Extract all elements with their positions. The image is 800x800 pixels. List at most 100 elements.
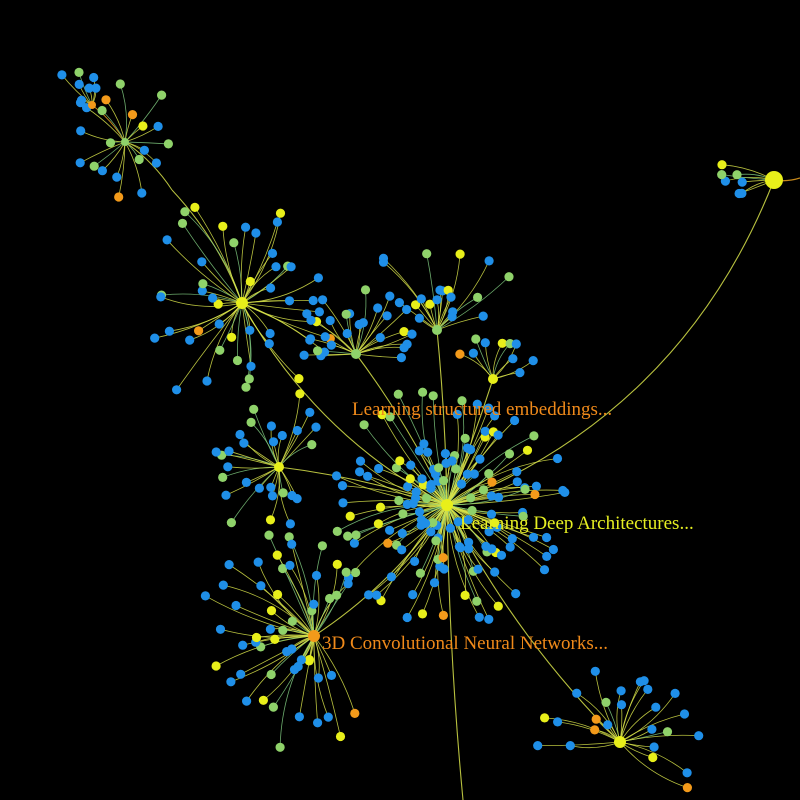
graph-node[interactable] (172, 385, 182, 395)
graph-node[interactable] (244, 374, 254, 384)
graph-node[interactable] (468, 348, 478, 358)
label-3d-convolutional-neural-networks[interactable]: 3D Convolutional Neural Networks... (322, 633, 608, 654)
graph-node[interactable] (364, 590, 374, 600)
graph-node[interactable] (226, 677, 236, 687)
graph-node[interactable] (267, 248, 278, 258)
graph-node[interactable] (410, 556, 420, 567)
graph-node[interactable] (309, 599, 319, 609)
graph-node[interactable] (351, 567, 361, 578)
graph-node[interactable] (405, 474, 415, 484)
graph-node[interactable] (428, 391, 438, 401)
graph-node[interactable] (472, 596, 482, 606)
graph-node[interactable] (185, 335, 195, 345)
graph-node[interactable] (76, 95, 87, 105)
graph-node[interactable] (208, 293, 218, 303)
graph-node[interactable] (590, 666, 600, 676)
graph-node[interactable] (254, 483, 264, 493)
graph-node[interactable] (342, 328, 352, 339)
graph-node[interactable] (490, 567, 500, 577)
graph-node[interactable] (292, 425, 302, 436)
graph-node[interactable] (197, 257, 207, 267)
graph-node[interactable] (473, 564, 483, 574)
graph-node[interactable] (464, 544, 474, 554)
graph-node[interactable] (560, 487, 570, 497)
graph-node[interactable] (494, 492, 504, 502)
graph-node[interactable] (338, 498, 348, 508)
graph-node[interactable] (282, 647, 292, 657)
graph-node[interactable] (648, 752, 658, 763)
graph-node[interactable] (385, 291, 395, 301)
graph-node[interactable] (682, 783, 693, 793)
graph-node[interactable] (246, 361, 256, 371)
graph-node[interactable] (512, 467, 522, 477)
graph-node[interactable] (266, 669, 276, 680)
graph-node[interactable] (138, 121, 148, 131)
graph-node[interactable] (391, 463, 402, 473)
graph-node[interactable] (419, 439, 429, 449)
graph-node[interactable] (121, 138, 129, 146)
graph-node[interactable] (451, 464, 461, 474)
graph-node[interactable] (395, 456, 405, 466)
graph-node[interactable] (277, 430, 287, 441)
graph-node[interactable] (343, 531, 353, 541)
graph-node[interactable] (717, 170, 727, 180)
graph-node[interactable] (157, 90, 167, 100)
graph-node[interactable] (150, 333, 160, 343)
graph-node[interactable] (512, 477, 522, 487)
graph-node[interactable] (360, 285, 371, 295)
graph-node[interactable] (408, 498, 418, 509)
graph-node[interactable] (553, 717, 563, 727)
graph-node[interactable] (294, 712, 304, 722)
graph-node[interactable] (616, 686, 626, 696)
graph-node[interactable] (694, 731, 704, 741)
graph-node[interactable] (224, 446, 234, 456)
graph-node[interactable] (200, 591, 210, 601)
graph-node[interactable] (358, 318, 368, 328)
graph-node[interactable] (311, 422, 321, 432)
graph-node[interactable] (343, 579, 353, 589)
graph-node[interactable] (466, 493, 476, 503)
graph-node[interactable] (265, 328, 275, 339)
graph-node[interactable] (314, 307, 324, 317)
graph-node[interactable] (478, 311, 488, 321)
graph-node[interactable] (509, 415, 520, 426)
graph-node[interactable] (74, 79, 84, 89)
graph-node[interactable] (349, 538, 359, 548)
graph-node[interactable] (455, 349, 465, 359)
graph-node[interactable] (497, 338, 507, 348)
graph-node[interactable] (236, 297, 248, 309)
graph-node[interactable] (323, 712, 333, 722)
graph-node[interactable] (480, 426, 490, 436)
graph-node[interactable] (180, 207, 190, 217)
graph-node[interactable] (416, 294, 426, 304)
graph-node[interactable] (241, 382, 251, 392)
graph-node[interactable] (317, 541, 327, 551)
graph-node[interactable] (375, 502, 386, 512)
graph-node[interactable] (530, 489, 540, 500)
graph-node[interactable] (464, 537, 474, 547)
graph-node[interactable] (229, 238, 239, 248)
graph-node[interactable] (414, 313, 424, 323)
graph-node[interactable] (399, 327, 409, 337)
graph-node[interactable] (235, 429, 245, 440)
graph-node[interactable] (372, 590, 382, 600)
graph-node[interactable] (520, 484, 530, 494)
graph-node[interactable] (511, 589, 521, 599)
graph-node[interactable] (417, 474, 427, 484)
graph-node[interactable] (190, 202, 200, 212)
graph-node[interactable] (251, 632, 262, 643)
graph-node[interactable] (304, 656, 314, 666)
graph-node[interactable] (454, 542, 464, 552)
graph-node[interactable] (679, 709, 690, 719)
graph-node[interactable] (294, 374, 304, 384)
graph-node[interactable] (84, 83, 94, 93)
graph-node[interactable] (456, 479, 467, 489)
graph-node[interactable] (414, 446, 424, 456)
graph-node[interactable] (542, 551, 552, 562)
graph-node[interactable] (197, 286, 207, 296)
graph-node[interactable] (363, 471, 373, 481)
graph-node[interactable] (359, 420, 369, 430)
graph-node[interactable] (487, 544, 497, 554)
graph-node[interactable] (156, 292, 166, 302)
graph-node[interactable] (490, 518, 500, 528)
